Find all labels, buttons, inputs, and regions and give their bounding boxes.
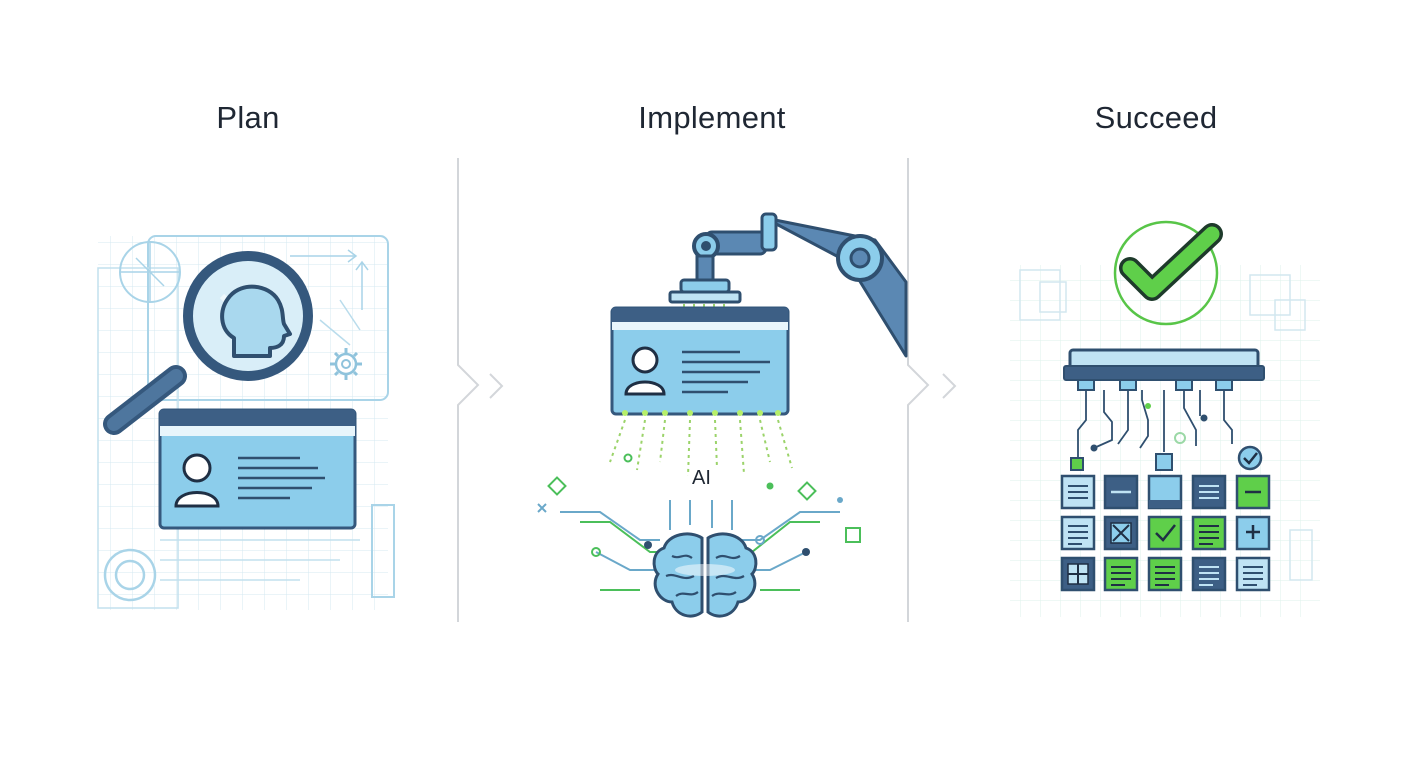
circuit-nodes (537, 453, 861, 557)
person-avatar-icon (174, 453, 220, 508)
ai-label: AI (692, 467, 711, 489)
rack-wires (1077, 390, 1233, 458)
assembly-rack (1063, 348, 1265, 391)
succeed-illustration (1010, 220, 1320, 617)
person-avatar-icon (624, 346, 666, 396)
status-tile-grid (1060, 474, 1271, 592)
divider-2 (907, 158, 957, 622)
id-card-implement (610, 306, 790, 416)
rack-wire-ends (1070, 403, 1263, 471)
checkmark-icon (1113, 220, 1223, 326)
stage-title-plan: Plan (216, 100, 280, 135)
circuit-lines (560, 500, 840, 591)
id-card-plan (158, 408, 357, 530)
plan-illustration (97, 235, 395, 610)
brain-icon (652, 532, 758, 618)
gear-icon (330, 348, 362, 380)
stage-title-succeed: Succeed (1094, 100, 1218, 135)
stage-title-implement: Implement (638, 100, 786, 135)
implement-illustration: AI (537, 212, 908, 618)
robotic-arm-icon (668, 212, 908, 358)
head-profile-icon (220, 284, 292, 358)
divider-1 (457, 158, 504, 622)
